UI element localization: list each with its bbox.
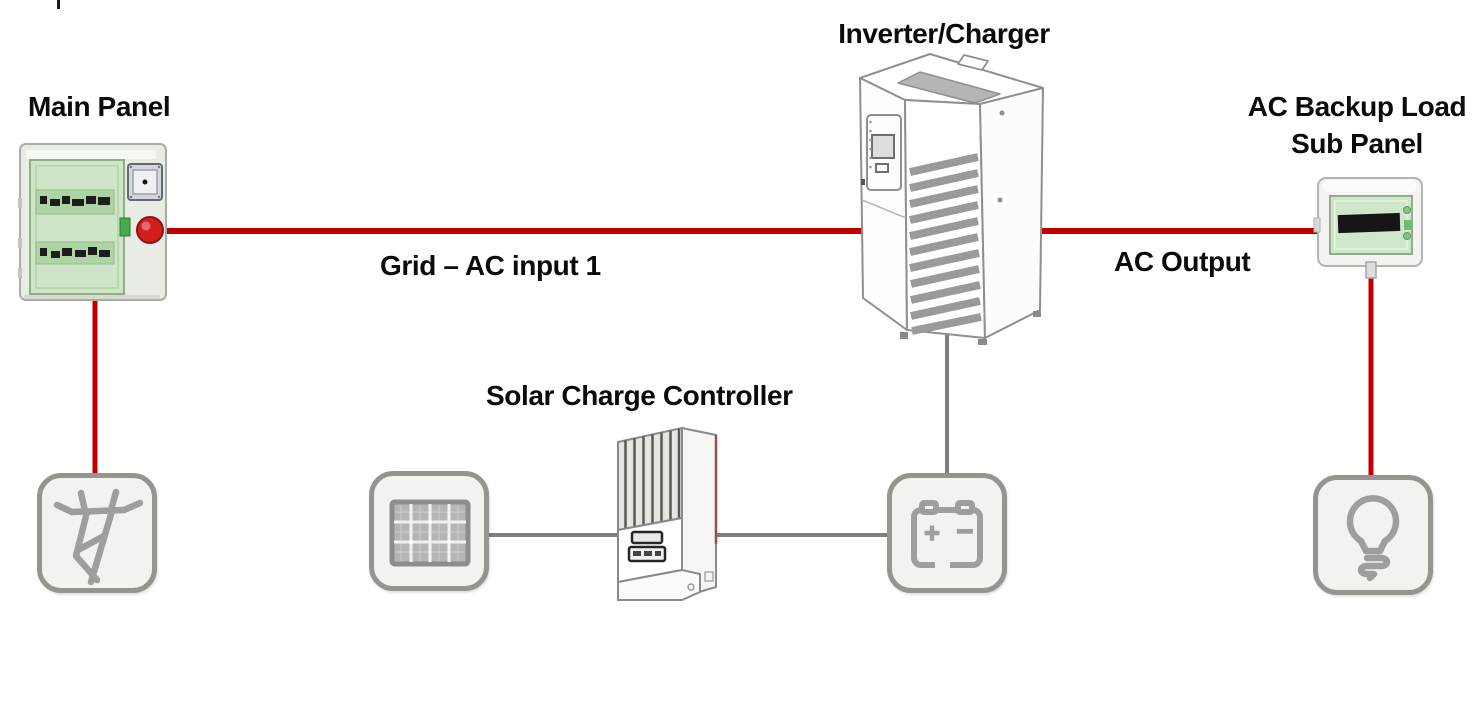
controller-heatsink [617,426,683,532]
ac-output-label: AC Output [1114,246,1251,277]
main-panel-label: Main Panel [28,91,171,122]
light-bulb-glyph [1346,495,1400,582]
main-panel-meter [127,163,163,201]
door-latch [119,217,131,237]
hinge-mark [18,268,22,278]
screw-dot [999,110,1005,116]
left-face-seam [861,199,907,219]
grid-ac-input-label: Grid – AC input 1 [380,250,601,281]
inverter-vent-slats [909,153,982,335]
hinge-mark [18,238,22,248]
stray-mark [57,0,60,9]
main-panel-top-strip [26,150,156,159]
main-panel-bottom-shadow [24,295,160,299]
heatsink-fins [624,428,681,529]
foot [978,339,987,345]
bottom-connector-stub [1365,261,1377,279]
hinge-dot [861,179,865,185]
ac-backup-label-line1: AC Backup Load [1247,91,1467,122]
main-panel-door [29,159,131,295]
controller-display [627,530,667,563]
inverter-handle [957,54,989,71]
solar-panel-icon [369,471,489,591]
battery-glyph: + − [911,500,983,570]
battery-negative-symbol: − [957,516,974,548]
side-tab [1313,217,1321,233]
sub-panel-window [1329,195,1413,255]
inverter-charger-label: Inverter/Charger [838,18,1050,49]
sub-panel-top-face [1323,180,1417,192]
light-bulb-icon [1313,475,1433,595]
inverter-right-face [979,87,1044,339]
solar-charge-controller-label: Solar Charge Controller [486,380,793,411]
inverter-image [859,53,1044,345]
controller-base [617,568,701,601]
ac-backup-label-line2: Sub Panel [1291,127,1423,159]
battery-icon: + − [887,473,1007,593]
solar-panel-glyph [389,499,471,567]
foot [900,332,908,339]
ac-backup-sub-panel-label: AC Backup Load Sub Panel [1244,91,1470,160]
breaker-strip [1337,212,1401,234]
battery-positive-symbol: + [924,518,940,548]
transmission-tower-icon [37,473,157,593]
hinge-mark [18,198,22,208]
main-panel-red-button [136,216,164,244]
base-screw [687,583,695,591]
screw-dot [997,197,1003,203]
main-panel-image [18,143,167,301]
inverter-control-panel [866,114,902,191]
charge-controller-image [617,426,718,601]
sub-panel-image [1313,177,1423,279]
foot [1033,311,1041,317]
transmission-tower-glyph [53,488,144,586]
side-slot [704,571,714,582]
